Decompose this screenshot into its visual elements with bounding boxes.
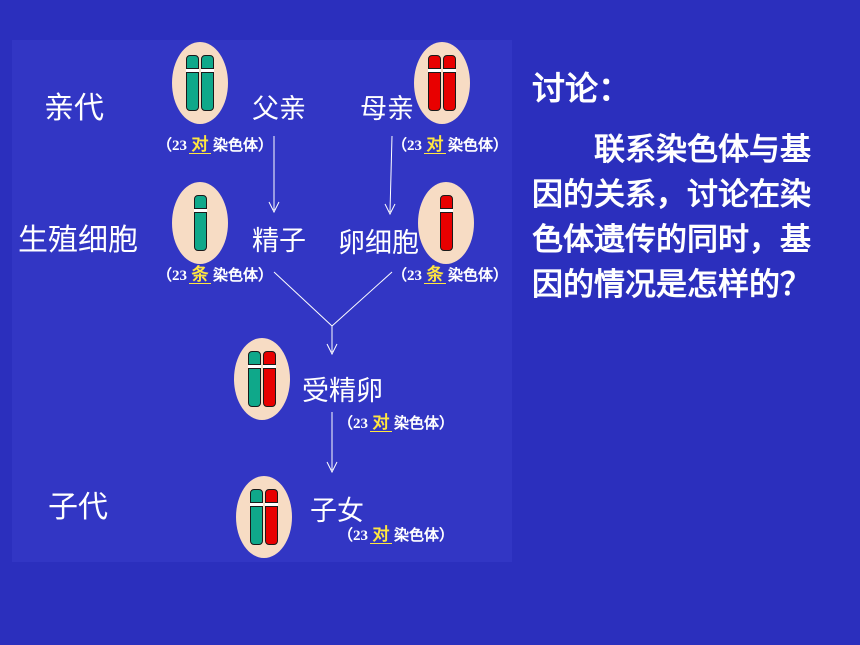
mother-cell (414, 42, 470, 124)
mother-label: 母亲 (360, 94, 414, 125)
child-cell (236, 476, 292, 558)
child-chromosome-paternal (250, 489, 263, 545)
father-label: 父亲 (252, 94, 306, 125)
germ-cell-generation-label: 生殖细胞 (18, 223, 138, 258)
sperm-label: 精子 (252, 226, 306, 257)
child-label: 子女 (310, 496, 364, 527)
zygote-label: 受精卵 (302, 376, 383, 407)
zygote-chromosome-maternal (263, 351, 276, 407)
offspring-generation-label: 子代 (48, 490, 108, 525)
egg-cell (418, 182, 474, 264)
sperm-cell (172, 182, 228, 264)
father-cell (172, 42, 228, 124)
child-chromosome-maternal (265, 489, 278, 545)
discussion-body: 联系染色体与基因的关系，讨论在染色体遗传的同时，基因的情况是怎样的？ (532, 132, 811, 303)
sperm-chromosome (194, 195, 207, 251)
zygote-chromosome-paternal (248, 351, 261, 407)
mother-chromosome-1 (428, 55, 441, 111)
parent-generation-label: 亲代 (44, 91, 104, 126)
egg-chromosome (440, 195, 453, 251)
egg-label: 卵细胞 (338, 228, 419, 259)
discussion-title: 讨论： (532, 69, 631, 108)
arrow-lines (268, 135, 396, 474)
mother-chromosome-2 (443, 55, 456, 111)
father-chromosome-2 (201, 55, 214, 111)
father-chromosome-1 (186, 55, 199, 111)
zygote-cell (234, 338, 290, 420)
